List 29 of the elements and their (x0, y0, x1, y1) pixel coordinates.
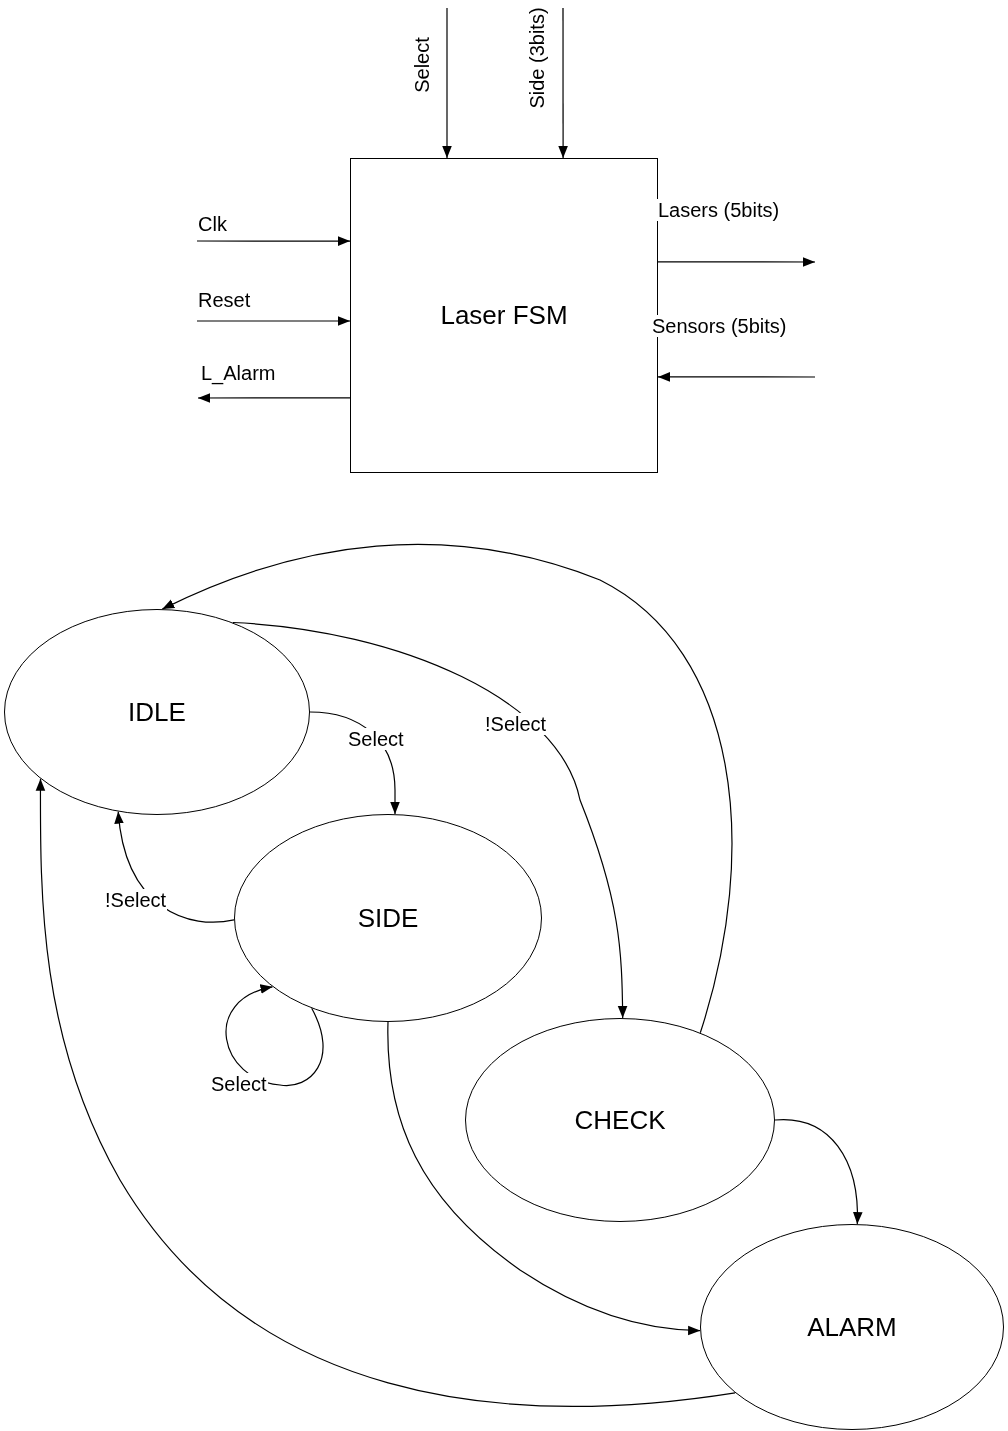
state-ellipse (700, 1224, 1004, 1430)
arrow (196, 236, 351, 246)
arrow (774, 1119, 863, 1225)
state-name: IDLE (128, 696, 186, 728)
signal-name: Side (3bits) (526, 6, 548, 110)
arrow (35, 778, 736, 1407)
arrow (232, 621, 628, 1019)
signal-name: Sensors (5bits) (651, 315, 788, 337)
arrow (558, 7, 568, 159)
arrow (161, 543, 733, 1034)
arrow (442, 7, 452, 159)
arrow (657, 257, 816, 267)
arrow (387, 1021, 701, 1335)
edge-label: !Select (484, 713, 548, 735)
arrow (197, 393, 351, 403)
edge-label: !Select (104, 889, 168, 911)
state-ellipse (234, 814, 542, 1022)
signal-name: Lasers (5bits) (657, 199, 781, 221)
state-name: ALARM (807, 1311, 897, 1343)
edge-label: Select (347, 728, 405, 750)
state-ellipse (4, 609, 310, 815)
state-ellipse (465, 1018, 775, 1222)
state-name: SIDE (357, 902, 419, 934)
arrow (225, 985, 324, 1087)
signal-name: L_Alarm (200, 362, 277, 384)
state-name: CHECK (574, 1104, 666, 1136)
arrow (657, 372, 816, 382)
arrow (196, 316, 351, 326)
block-name: Laser FSM (440, 300, 568, 331)
